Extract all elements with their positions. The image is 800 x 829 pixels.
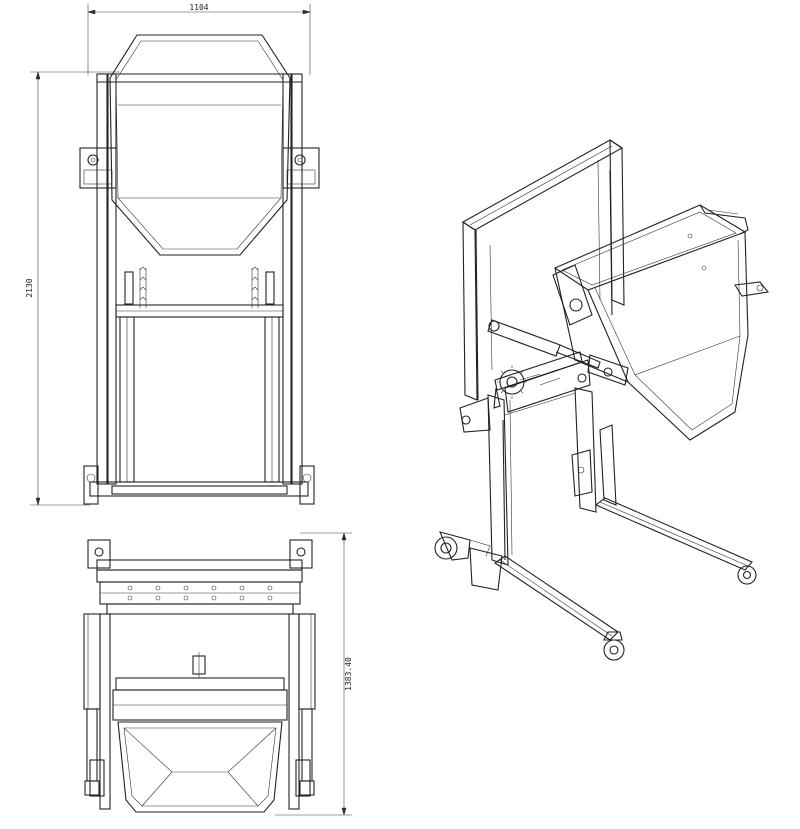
bin-iso [553, 204, 770, 441]
isometric-view [434, 138, 770, 661]
height-label: 2130 [25, 278, 34, 297]
right-clamp [282, 147, 320, 189]
left-cylinder [83, 613, 111, 810]
right-sprocket [251, 266, 275, 308]
width-dimension: 1104 [87, 3, 311, 75]
left-clamp [79, 147, 117, 189]
right-cylinder [288, 613, 316, 810]
sprocket-iso [497, 365, 527, 399]
depth-dimension: 1383.40 [275, 532, 353, 816]
depth-label: 1383.40 [344, 657, 353, 691]
top-view: 1383.40 [83, 532, 353, 816]
front-view: 1104 2130 [25, 3, 320, 506]
left-sprocket [124, 266, 147, 308]
legs-iso [434, 497, 757, 661]
width-label: 1104 [189, 3, 208, 12]
height-dimension: 2130 [25, 71, 120, 506]
